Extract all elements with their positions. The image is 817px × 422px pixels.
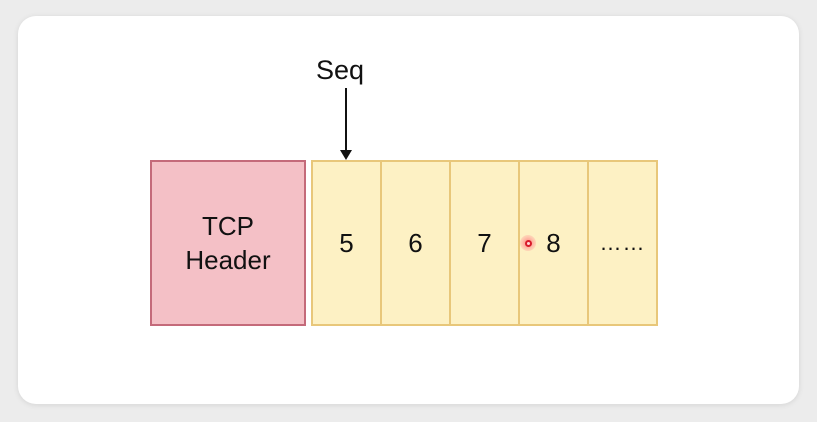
seq-label: Seq (316, 55, 365, 85)
segment-box: …… (587, 160, 658, 326)
arrow-down-icon (340, 88, 352, 160)
tcp-header-label: TCP Header (185, 211, 271, 275)
segment-number: 7 (477, 227, 492, 258)
segment-box: 5 (311, 160, 382, 326)
cursor-dot-center (524, 239, 532, 247)
segment-ellipsis: …… (599, 230, 646, 255)
cursor-dot-icon (520, 235, 536, 251)
segment-number: 6 (408, 227, 423, 258)
segment-number: 5 (339, 227, 354, 258)
segment-box: 7 (449, 160, 520, 326)
segment-box: 6 (380, 160, 451, 326)
segment-number: 8 (546, 227, 561, 258)
tcp-header-block: TCP Header (150, 160, 306, 326)
